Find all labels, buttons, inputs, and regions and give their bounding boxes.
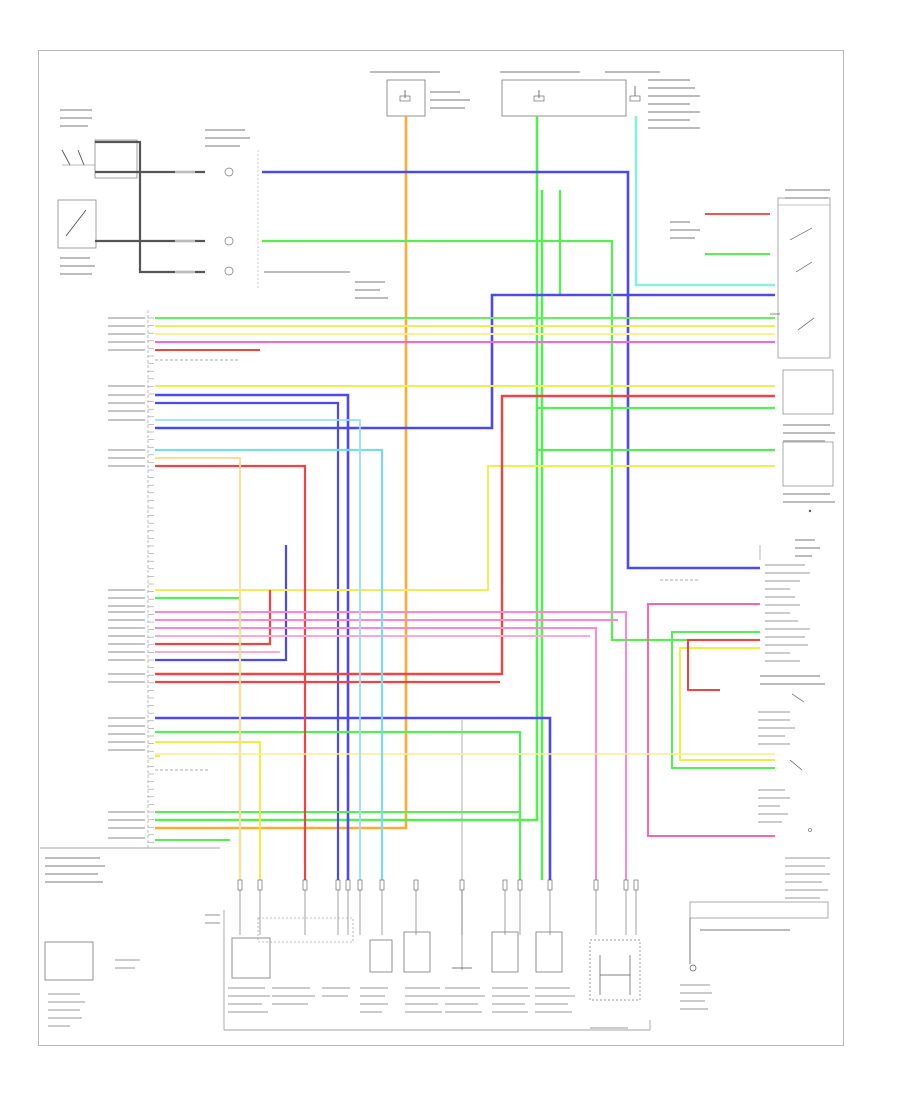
fluid-temp-sensor xyxy=(322,987,350,997)
wire-pink-4 xyxy=(155,627,597,880)
fuse-block-top-left xyxy=(370,71,470,117)
primary-speed-sensor-right xyxy=(782,441,835,513)
wire-green-feed-1 xyxy=(155,116,539,822)
wire-red-2 xyxy=(155,464,307,880)
switch-harness-bundle xyxy=(95,140,205,274)
oil-pressure-switch xyxy=(60,109,138,179)
step-motor xyxy=(589,939,641,1029)
cvt-unit-1 xyxy=(360,939,393,1013)
wire-green-range xyxy=(262,239,760,642)
at-transmission-switch-right xyxy=(670,189,831,359)
fuse-block-top-right xyxy=(629,79,700,129)
primary-pressure-sensor xyxy=(228,937,271,1013)
wire-blue-range-3 xyxy=(155,401,340,880)
wire-green-selector xyxy=(671,631,775,769)
connector-marker xyxy=(623,879,629,891)
tcm-pin-labels xyxy=(108,317,154,843)
cvt-shift-selector xyxy=(680,901,829,1010)
wire-yellow-selector xyxy=(679,647,775,761)
wire-red-5 xyxy=(155,590,272,646)
cvt-unit-2 xyxy=(403,931,445,1013)
connector-marker xyxy=(413,879,419,891)
cvt-connector-right xyxy=(759,539,820,662)
wire-pink-2 xyxy=(155,611,627,880)
selector-lever-right xyxy=(758,675,830,899)
tcm-module-left xyxy=(40,310,220,883)
wire-red-selector xyxy=(687,639,760,691)
connector-marker xyxy=(593,879,599,891)
wire-cyan-feed xyxy=(634,116,775,287)
connector-marker xyxy=(357,879,363,891)
connector-marker xyxy=(547,879,553,891)
wire-blue-lower xyxy=(155,716,552,880)
wire-cyan-1 xyxy=(155,448,384,880)
connector-marker xyxy=(335,879,341,891)
cvt-unit-4 xyxy=(491,931,575,1013)
connector-marker xyxy=(502,879,508,891)
fluid-temp-switch xyxy=(57,199,97,275)
fuse-block-top-center xyxy=(500,71,660,117)
connector-marker xyxy=(257,879,263,891)
wire-pink-selector xyxy=(647,603,775,837)
wire-cyan-2 xyxy=(155,419,361,880)
connector-marker xyxy=(459,879,465,891)
wire-green-tcm-2 xyxy=(155,596,242,880)
wire-green-tcm-3 xyxy=(155,730,522,880)
connector-marker xyxy=(633,879,639,891)
wire-yellow-4 xyxy=(155,741,261,880)
connector-marker xyxy=(302,879,308,891)
bottom-connectors xyxy=(237,879,639,935)
connector-marker xyxy=(517,879,523,891)
wire-blue-sensor xyxy=(155,545,288,662)
wire-tan-1 xyxy=(155,457,241,880)
secondary-speed-sensor-right xyxy=(782,369,835,442)
diagram-frame xyxy=(38,50,844,1046)
wire-blue-range-1 xyxy=(262,170,760,570)
wire-blue-range-4 xyxy=(155,293,775,430)
wire-yellow-3 xyxy=(155,465,775,591)
data-link-connector xyxy=(44,941,140,1027)
connector-marker xyxy=(237,879,243,891)
wire-orange-feed xyxy=(155,116,408,830)
secondary-pressure-sensor xyxy=(257,917,354,1005)
wire-red-3 xyxy=(155,394,775,676)
transmission-range-switch xyxy=(205,129,259,290)
cvt-unit-3 xyxy=(445,900,485,1013)
wire-blue-range-2 xyxy=(155,393,350,880)
connector-marker xyxy=(379,879,385,891)
connector-marker xyxy=(345,879,351,891)
